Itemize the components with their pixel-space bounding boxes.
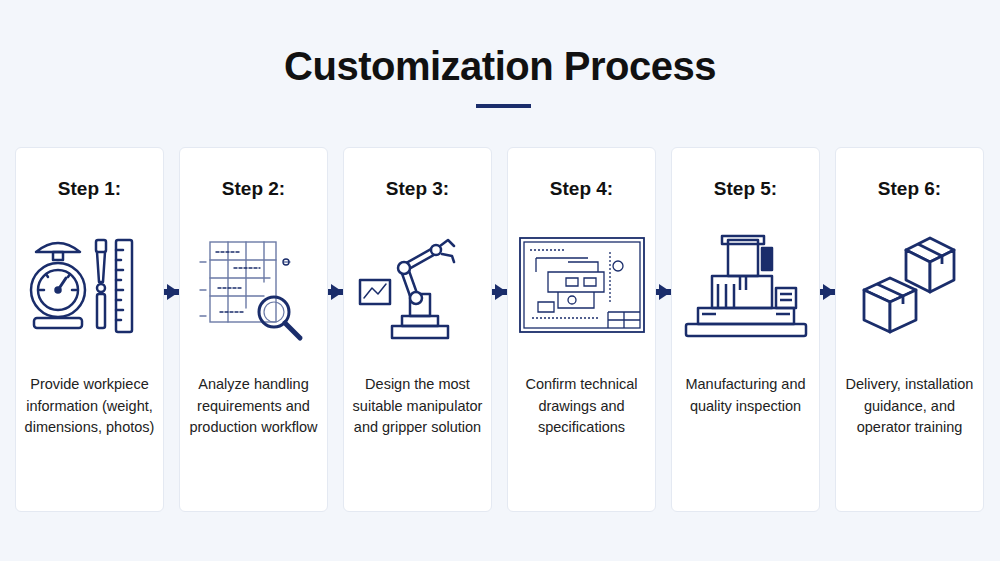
step-card: Step 4: Confirm technical drawings and sp… <box>507 147 656 512</box>
step-card: Step 1: Provide workpiece information (we… <box>15 147 164 512</box>
step-description: Design the most suitable manipulator and… <box>350 374 485 439</box>
title-underline <box>476 104 531 108</box>
step-icon-graphic <box>360 240 454 338</box>
step-heading: Step 5: <box>676 178 815 200</box>
flow-arrow <box>164 289 179 295</box>
flow-arrow <box>820 289 835 295</box>
flow-arrow <box>492 289 507 295</box>
step-heading: Step 4: <box>512 178 651 200</box>
step-icon <box>508 232 655 352</box>
step-card: Step 5: Manufacturing and quality inspect… <box>671 147 820 512</box>
step-description: Confirm technical drawings and specifica… <box>514 374 649 439</box>
step-heading: Step 1: <box>20 178 159 200</box>
step-description: Provide workpiece information (weight, d… <box>22 374 157 439</box>
step-heading: Step 3: <box>348 178 487 200</box>
step-description: Analyze handling requirements and produc… <box>186 374 321 439</box>
flow-arrow <box>328 289 343 295</box>
step-heading: Step 2: <box>184 178 323 200</box>
step-icon <box>180 232 327 352</box>
step-icon-graphic <box>864 238 954 332</box>
step-icon <box>836 232 983 352</box>
step-heading: Step 6: <box>840 178 979 200</box>
step-card: Step 3: Design the most suitable manipula… <box>343 147 492 512</box>
step-icon-graphic <box>31 240 132 332</box>
step-icon-graphic <box>520 238 644 332</box>
flow-arrow <box>656 289 671 295</box>
step-card: Step 6: Delivery, installation guidance, … <box>835 147 984 512</box>
page-title: Customization Process <box>0 44 1000 89</box>
step-icon-graphic <box>200 242 300 338</box>
step-icon <box>16 232 163 352</box>
step-description: Manufacturing and quality inspection <box>678 374 813 417</box>
step-icon-graphic <box>686 236 806 336</box>
step-icon <box>672 232 819 352</box>
step-description: Delivery, installation guidance, and ope… <box>842 374 977 439</box>
step-icon <box>344 232 491 352</box>
step-card: Step 2: Analyze handling requirements and… <box>179 147 328 512</box>
